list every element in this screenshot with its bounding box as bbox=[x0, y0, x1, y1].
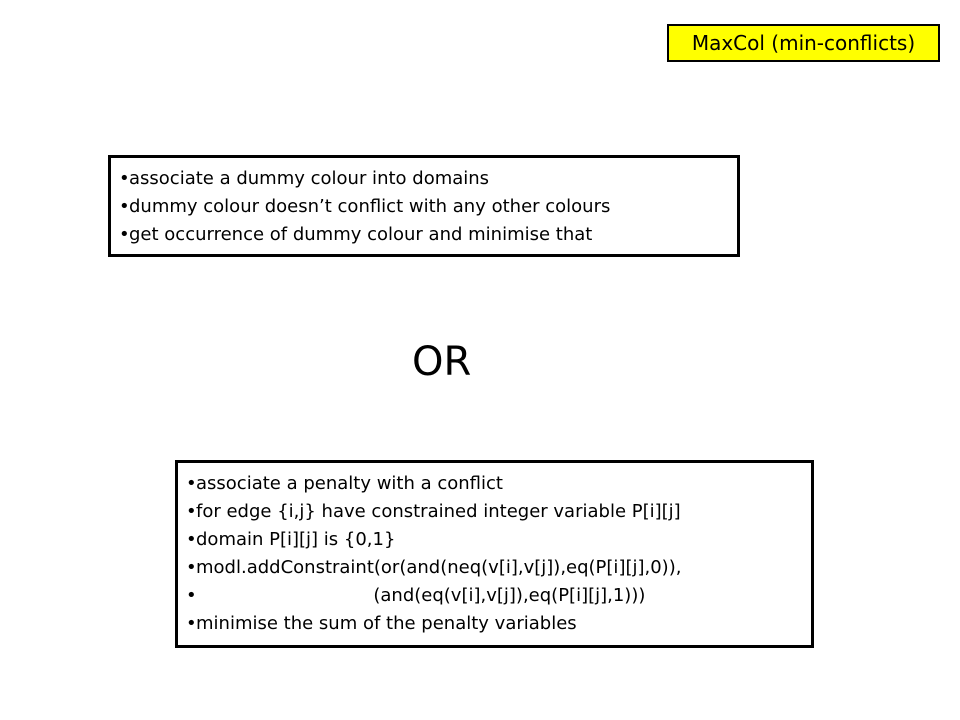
bullet-text: (and(eq(v[i],v[j]),eq(P[i][j],1))) bbox=[196, 585, 646, 606]
bullet-text: minimise the sum of the penalty variable… bbox=[196, 613, 577, 634]
bullet-icon: • bbox=[186, 557, 197, 578]
bullet-item: •for edge {i,j} have constrained integer… bbox=[186, 498, 811, 526]
bullet-item: •dummy colour doesn’t conflict with any … bbox=[119, 193, 737, 221]
bullet-item: •associate a dummy colour into domains bbox=[119, 165, 737, 193]
penalty-variable-approach-box: •associate a penalty with a conflict •fo… bbox=[175, 460, 814, 648]
penalty-bullet-list: •associate a penalty with a conflict •fo… bbox=[186, 470, 811, 638]
bullet-item: •domain P[i][j] is {0,1} bbox=[186, 526, 811, 554]
bullet-text: domain P[i][j] is {0,1} bbox=[196, 529, 396, 550]
bullet-item: •modl.addConstraint(or(and(neq(v[i],v[j]… bbox=[186, 554, 811, 582]
bullet-icon: • bbox=[186, 529, 197, 550]
bullet-text: modl.addConstraint(or(and(neq(v[i],v[j])… bbox=[196, 557, 682, 578]
bullet-item: •minimise the sum of the penalty variabl… bbox=[186, 610, 811, 638]
dummy-colour-bullet-list: •associate a dummy colour into domains •… bbox=[119, 165, 737, 249]
bullet-text: associate a penalty with a conflict bbox=[196, 473, 503, 494]
bullet-icon: • bbox=[186, 613, 197, 634]
bullet-text: for edge {i,j} have constrained integer … bbox=[196, 501, 681, 522]
or-separator: OR bbox=[412, 339, 472, 385]
bullet-text: associate a dummy colour into domains bbox=[129, 168, 490, 189]
bullet-icon: • bbox=[119, 224, 130, 245]
bullet-icon: • bbox=[186, 585, 197, 606]
bullet-item: •get occurrence of dummy colour and mini… bbox=[119, 221, 737, 249]
bullet-text: get occurrence of dummy colour and minim… bbox=[129, 224, 593, 245]
bullet-icon: • bbox=[119, 196, 130, 217]
bullet-icon: • bbox=[186, 473, 197, 494]
slide-title-tag: MaxCol (min-conflicts) bbox=[667, 24, 940, 62]
bullet-icon: • bbox=[119, 168, 130, 189]
bullet-item: •associate a penalty with a conflict bbox=[186, 470, 811, 498]
bullet-item: • (and(eq(v[i],v[j]),eq(P[i][j],1))) bbox=[186, 582, 811, 610]
dummy-colour-approach-box: •associate a dummy colour into domains •… bbox=[108, 155, 740, 257]
bullet-icon: • bbox=[186, 501, 197, 522]
bullet-text: dummy colour doesn’t conflict with any o… bbox=[129, 196, 611, 217]
